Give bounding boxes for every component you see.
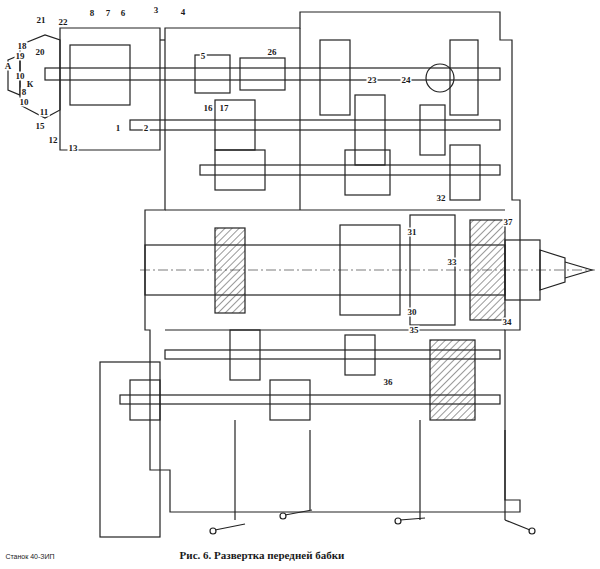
- callout-number: 33: [447, 258, 458, 267]
- callout-number: 8: [21, 88, 28, 97]
- callout-number: 18: [17, 42, 28, 51]
- callout-number: 7: [105, 9, 112, 18]
- callout-number: 1: [115, 124, 122, 133]
- callout-number: А: [4, 62, 13, 71]
- callout-number: 31: [407, 228, 418, 237]
- callout-number: 6: [120, 9, 127, 18]
- callout-number: 30: [407, 308, 418, 317]
- callout-number: 12: [48, 136, 59, 145]
- callout-number: 32: [436, 194, 447, 203]
- callout-number: 10: [15, 72, 26, 81]
- callout-number: 34: [502, 318, 513, 327]
- callout-number: 4: [180, 8, 187, 17]
- callout-number: 20: [35, 48, 46, 57]
- callout-number: 26: [267, 48, 278, 57]
- callout-number: 16: [203, 104, 214, 113]
- callout-number: 8: [89, 9, 96, 18]
- machine-note: Станок 40-ЗИП: [4, 553, 55, 560]
- callout-number: 37: [503, 218, 514, 227]
- callout-number: 10: [19, 98, 30, 107]
- callout-number: 36: [383, 378, 394, 387]
- callout-number: 13: [68, 144, 79, 153]
- callout-number: 24: [401, 76, 412, 85]
- figure-caption: Рис. 6. Развертка передней бабки: [179, 550, 346, 561]
- callout-number: 35: [409, 326, 420, 335]
- callout-number: 19: [15, 52, 26, 61]
- callout-number: 2: [143, 124, 150, 133]
- callout-number: 22: [58, 18, 69, 27]
- callout-number: 3: [153, 6, 160, 15]
- callout-number: 21: [36, 16, 47, 25]
- callout-number: 15: [35, 122, 46, 131]
- callout-number: 17: [219, 104, 230, 113]
- callout-number: 5: [200, 52, 207, 61]
- callout-number: 11: [39, 108, 50, 117]
- callout-number: 23: [367, 76, 378, 85]
